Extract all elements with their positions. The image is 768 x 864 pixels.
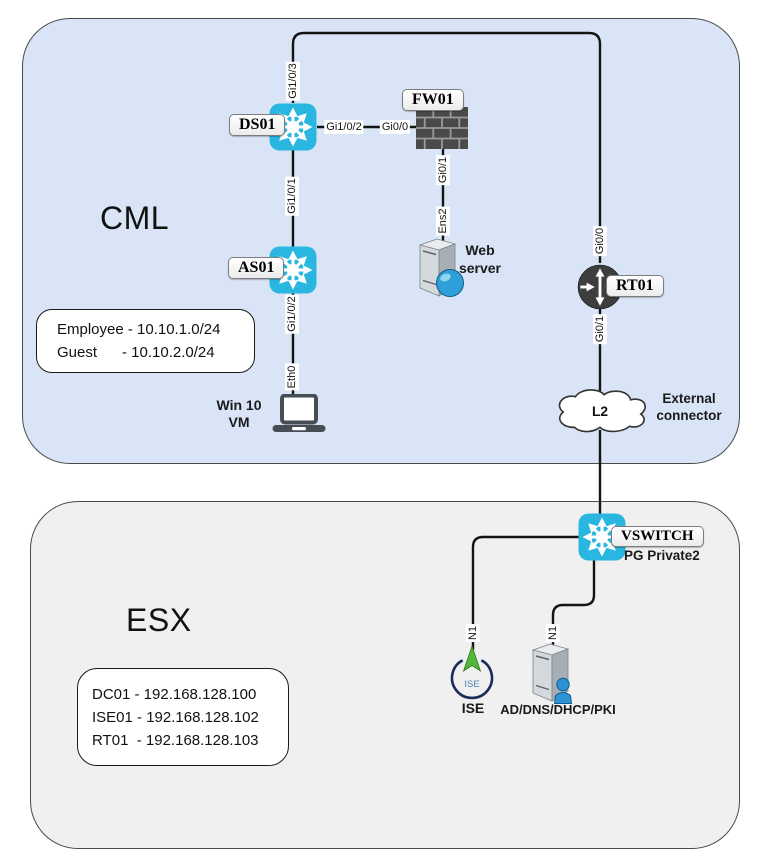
vswitch-label: VSWITCH	[611, 526, 704, 547]
ip-note-row: DC01 - 192.168.128.100	[92, 685, 257, 703]
port-ds01-gi1-0-3: Gi1/0/3	[285, 61, 301, 101]
win10-laptop-icon	[271, 393, 327, 434]
ip-note: DC01 - 192.168.128.100 ISE01 - 192.168.1…	[77, 668, 289, 766]
port-rt01-gi0-0: Gi0/0	[592, 225, 608, 257]
fw01-label: FW01	[402, 89, 464, 111]
fw01-firewall-icon	[416, 107, 468, 149]
subnet-note-row: Employee - 10.10.1.0/24	[57, 321, 221, 338]
ise-caption: ISE	[461, 700, 485, 716]
l2-cloud-label: L2	[592, 404, 608, 419]
ise-icon-text: ISE	[464, 679, 479, 690]
as01-label: AS01	[228, 257, 285, 279]
cml-title: CML	[100, 200, 170, 236]
ip-note-row: RT01 - 192.168.128.103	[92, 731, 259, 749]
port-ad-n1: N1	[545, 623, 561, 643]
cml-region-box	[22, 18, 740, 464]
esx-title: ESX	[126, 602, 192, 638]
port-web-ens2: Ens2	[435, 206, 451, 236]
web-server-caption: Web server	[458, 242, 502, 276]
subnet-note: Employee - 10.10.1.0/24 Guest - 10.10.2.…	[36, 309, 255, 373]
link-vswitch-ad	[551, 558, 596, 648]
subnet-note-row: Guest - 10.10.2.0/24	[57, 344, 215, 361]
web-server-icon	[410, 236, 466, 300]
ds01-label: DS01	[229, 114, 286, 136]
l2-cloud: L2	[552, 388, 650, 434]
rt01-label: RT01	[606, 275, 664, 297]
port-as01-gi1-0-2: Gi1/0/2	[284, 294, 300, 334]
port-win10-eth0: Eth0	[284, 363, 300, 391]
ise-icon: ISE	[447, 644, 497, 702]
external-connector-caption: External connector	[656, 391, 722, 423]
pg-private2-caption: PG Private2	[624, 548, 700, 563]
ad-server-icon	[523, 641, 579, 705]
port-fw01-gi0-1: Gi0/1	[435, 154, 451, 186]
port-ise-n1: N1	[465, 623, 481, 643]
port-as01-gi1-0-1: Gi1/0/1	[284, 176, 300, 216]
ip-note-row: ISE01 - 192.168.128.102	[92, 708, 259, 726]
link-ds01-rt01	[291, 31, 602, 263]
port-fw01-gi0-0: Gi0/0	[379, 119, 411, 135]
win10-vm-caption: Win 10 VM	[216, 397, 262, 430]
link-vswitch-ise	[471, 535, 580, 650]
port-rt01-gi0-1: Gi0/1	[592, 313, 608, 345]
ad-server-caption: AD/DNS/DHCP/PKI	[500, 702, 616, 717]
port-ds01-gi1-0-2: Gi1/0/2	[324, 119, 364, 135]
